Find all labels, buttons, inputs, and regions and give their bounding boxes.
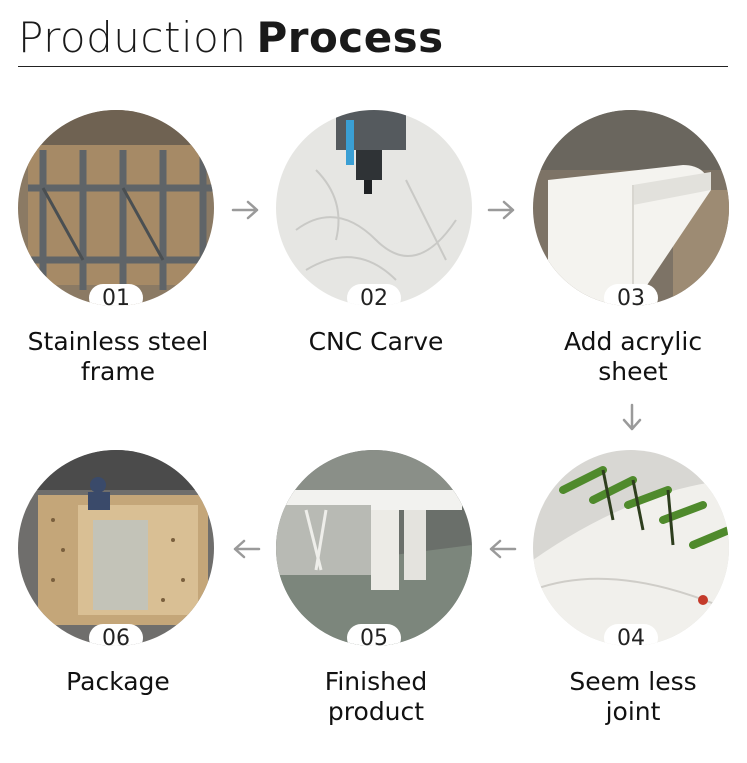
step-number-badge: 01	[89, 284, 143, 306]
step-03-photo: 03	[533, 110, 729, 306]
step-label-line1: CNC Carve	[308, 327, 444, 356]
step-label-line1: Stainless steel	[27, 327, 209, 356]
step-label-line1: Finished	[324, 667, 428, 696]
step-label-line1: Add acrylic	[563, 327, 703, 356]
title-divider	[18, 66, 728, 67]
step-label: Add acrylic sheet	[503, 327, 747, 387]
step-label-line2: frame	[80, 357, 156, 386]
step-number-badge: 05	[347, 624, 401, 646]
arrow-down-icon	[622, 403, 642, 431]
step-02-photo: 02	[276, 110, 472, 306]
title-light-text: Production	[18, 13, 247, 62]
step-06-photo: 06	[18, 450, 214, 646]
step-label: Seem less joint	[503, 667, 747, 727]
step-number-badge: 06	[89, 624, 143, 646]
step-label-line2: product	[327, 697, 425, 726]
step-label-line1: Seem less	[569, 667, 697, 696]
step-label-line2: joint	[605, 697, 661, 726]
step-01-photo: 01	[18, 110, 214, 306]
step-number-badge: 03	[604, 284, 658, 306]
arrow-left-icon	[489, 539, 517, 559]
step-label: CNC Carve	[246, 327, 506, 357]
step-label-line1: Package	[66, 667, 170, 696]
arrow-right-icon	[231, 200, 259, 220]
step-label: Package	[0, 667, 248, 697]
title-bold-text: Process	[256, 13, 444, 62]
step-05-photo: 05	[276, 450, 472, 646]
step-label: Stainless steel frame	[0, 327, 248, 387]
step-label-line2: sheet	[598, 357, 668, 386]
step-number-badge: 02	[347, 284, 401, 306]
step-number-badge: 04	[604, 624, 658, 646]
step-04-photo: 04	[533, 450, 729, 646]
arrow-right-icon	[487, 200, 515, 220]
step-label: Finished product	[246, 667, 506, 727]
arrow-left-icon	[233, 539, 261, 559]
